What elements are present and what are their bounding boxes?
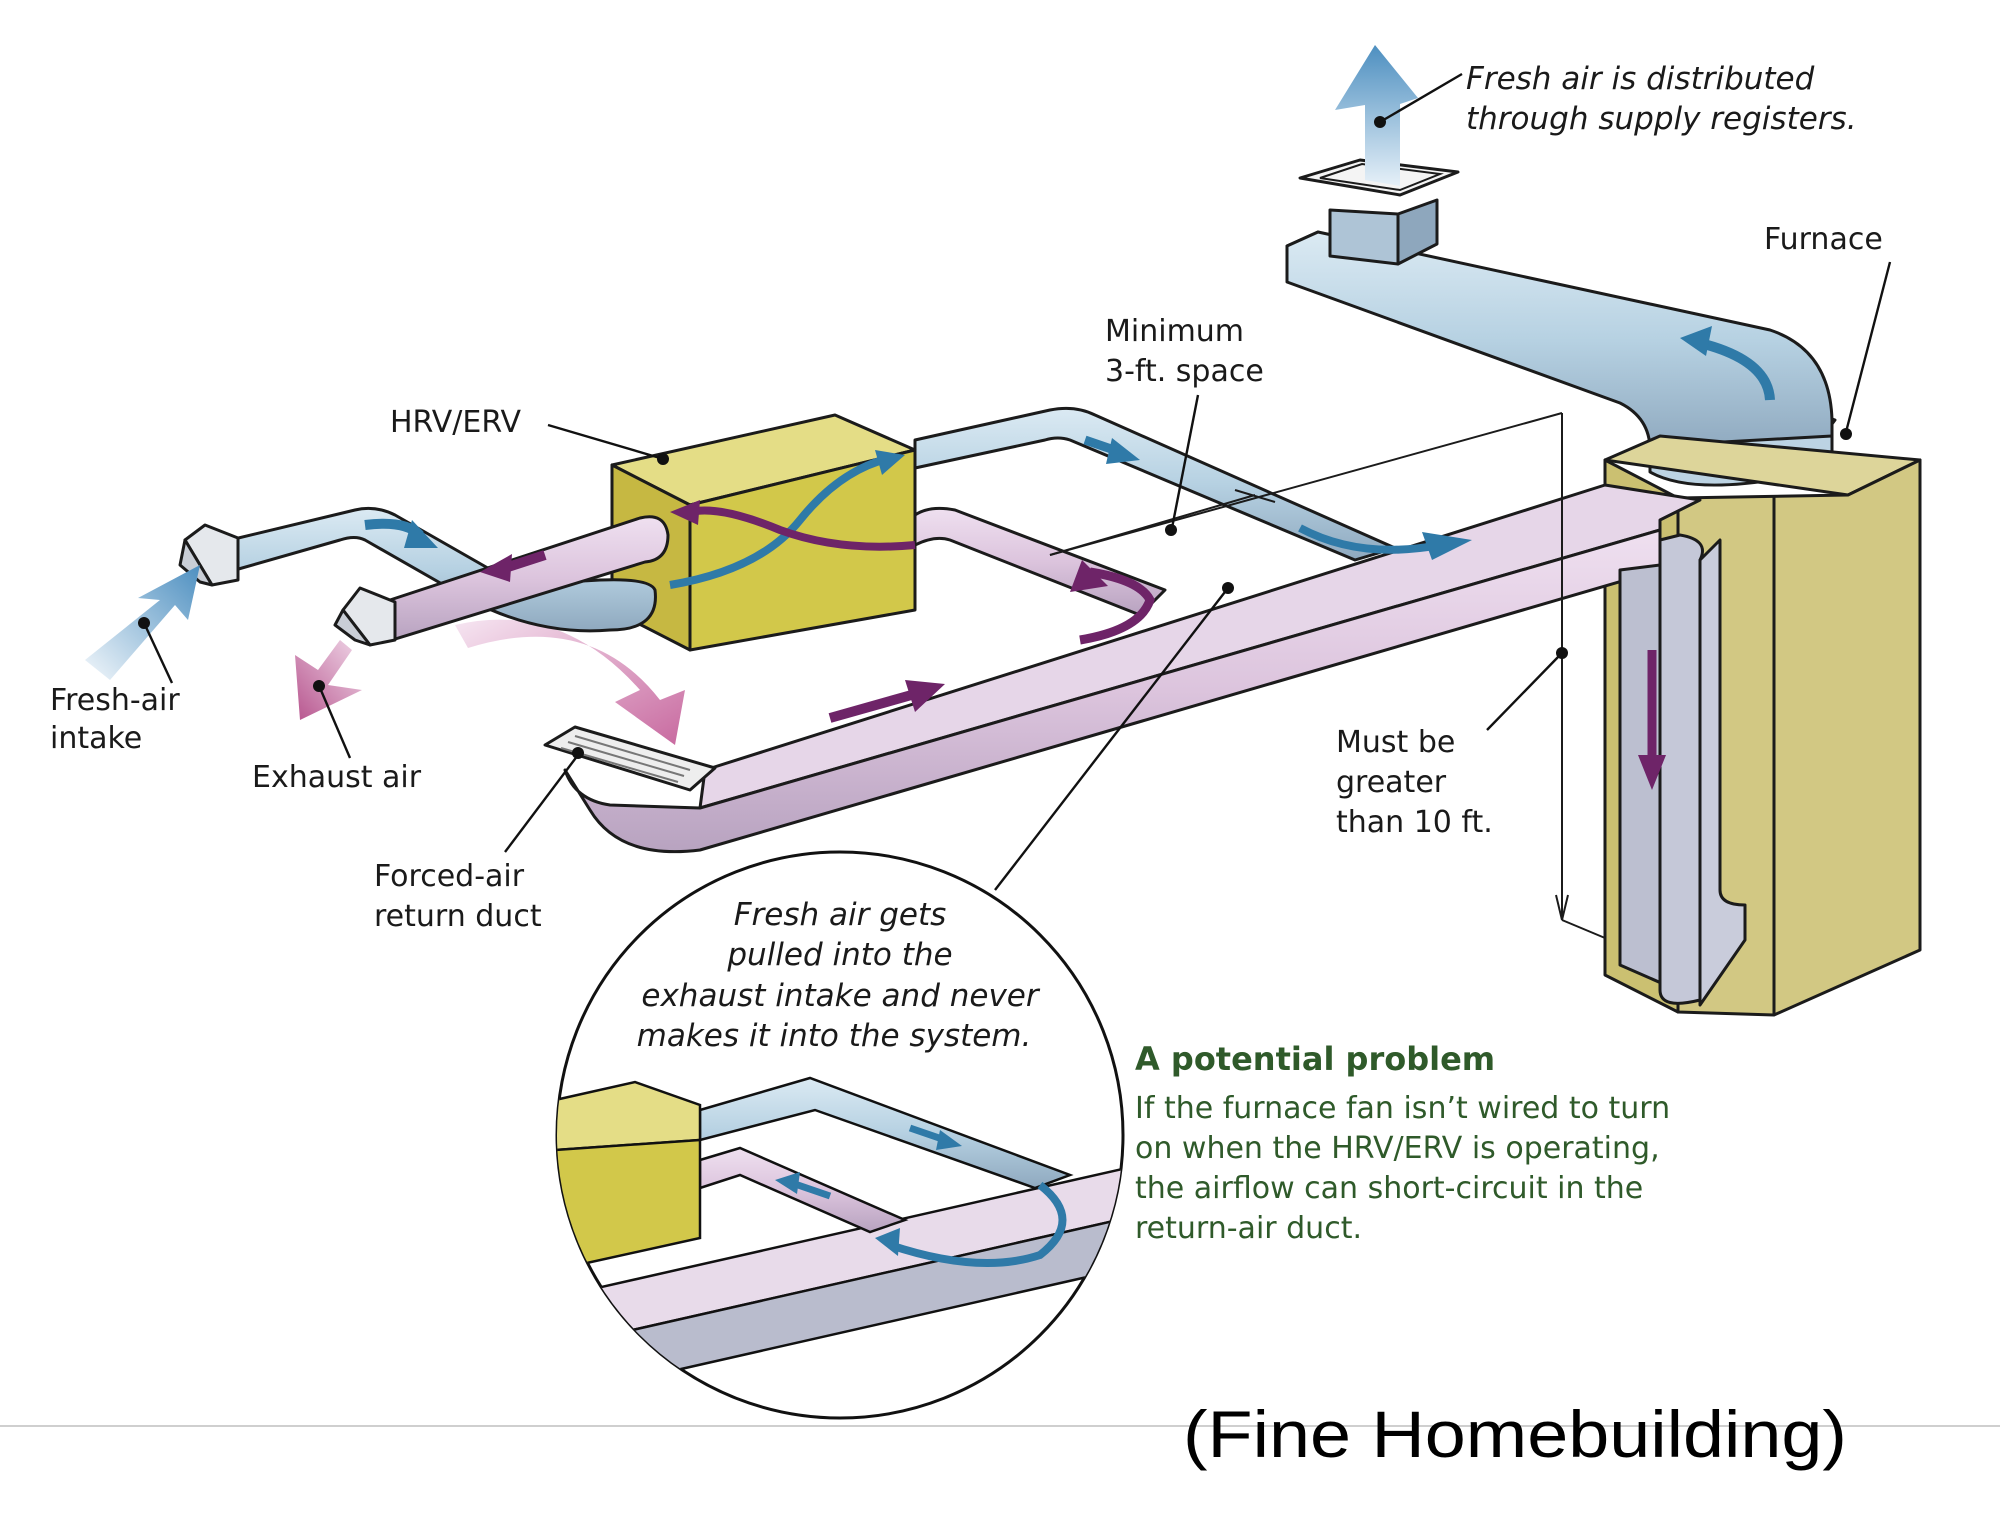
fresh-air-label-2: intake bbox=[50, 721, 142, 756]
hrv-erv-label: HRV/ERV bbox=[390, 405, 522, 440]
problem-line: on when the HRV/ERV is operating, bbox=[1135, 1131, 1660, 1166]
label-return-duct: Forced-air return duct bbox=[374, 747, 584, 934]
supply-air-arrow bbox=[1335, 45, 1418, 186]
label-must-be-greater: Must be greater than 10 ft. bbox=[1336, 647, 1568, 840]
inset-text-line: exhaust intake and never bbox=[641, 978, 1040, 1014]
label-fresh-air-intake: Fresh-air intake bbox=[50, 617, 180, 756]
furnace-label: Furnace bbox=[1764, 222, 1883, 257]
must-be-label-2: greater bbox=[1336, 765, 1447, 800]
problem-line: the airflow can short-circuit in the bbox=[1135, 1171, 1643, 1206]
inset-leader bbox=[994, 582, 1234, 891]
problem-line: return-air duct. bbox=[1135, 1211, 1362, 1246]
return-duct bbox=[563, 483, 1747, 1007]
return-grille bbox=[543, 725, 717, 792]
supply-registers-text-2: through supply registers. bbox=[1466, 101, 1857, 137]
problem-heading: A potential problem bbox=[1135, 1040, 1495, 1078]
exhaust-duct bbox=[333, 515, 670, 647]
return-duct-label-2: return duct bbox=[374, 899, 542, 934]
label-supply-registers: Fresh air is distributed through supply … bbox=[1374, 61, 1857, 137]
label-furnace: Furnace bbox=[1764, 222, 1892, 440]
return-air-arrow bbox=[455, 619, 685, 745]
supply-registers-text-1: Fresh air is distributed bbox=[1466, 61, 1815, 97]
inset-circle: Fresh air gets pulled into the exhaust i… bbox=[555, 850, 1125, 1420]
minimum-label-1: Minimum bbox=[1105, 314, 1244, 349]
potential-problem-note: A potential problem If the furnace fan i… bbox=[1135, 1040, 1670, 1246]
inset-text-line: Fresh air gets bbox=[734, 897, 947, 933]
supply-register-boot bbox=[1298, 158, 1460, 266]
source-caption: (Fine Homebuilding) bbox=[1183, 1397, 1847, 1471]
must-be-label-3: than 10 ft. bbox=[1336, 805, 1493, 840]
inset-text-line: makes it into the system. bbox=[637, 1018, 1032, 1054]
fresh-air-intake-duct bbox=[178, 506, 657, 633]
exhaust-air-arrow bbox=[295, 640, 362, 720]
minimum-space-dimension bbox=[1049, 412, 1606, 939]
problem-line: If the furnace fan isn’t wired to turn bbox=[1135, 1091, 1670, 1126]
hrv-exhaust-pickup-pipe bbox=[913, 506, 1167, 645]
exhaust-air-label: Exhaust air bbox=[252, 760, 422, 795]
label-exhaust-air: Exhaust air bbox=[252, 680, 422, 795]
inset-text-line: pulled into the bbox=[726, 937, 952, 973]
label-minimum-space: Minimum 3-ft. space bbox=[1105, 314, 1264, 536]
must-be-label-1: Must be bbox=[1336, 725, 1455, 760]
label-hrv-erv: HRV/ERV bbox=[390, 405, 669, 465]
fresh-air-label-1: Fresh-air bbox=[50, 683, 180, 718]
return-duct-label-1: Forced-air bbox=[374, 859, 525, 894]
hrv-supply-pipe bbox=[913, 406, 1472, 562]
minimum-label-2: 3-ft. space bbox=[1105, 354, 1264, 389]
